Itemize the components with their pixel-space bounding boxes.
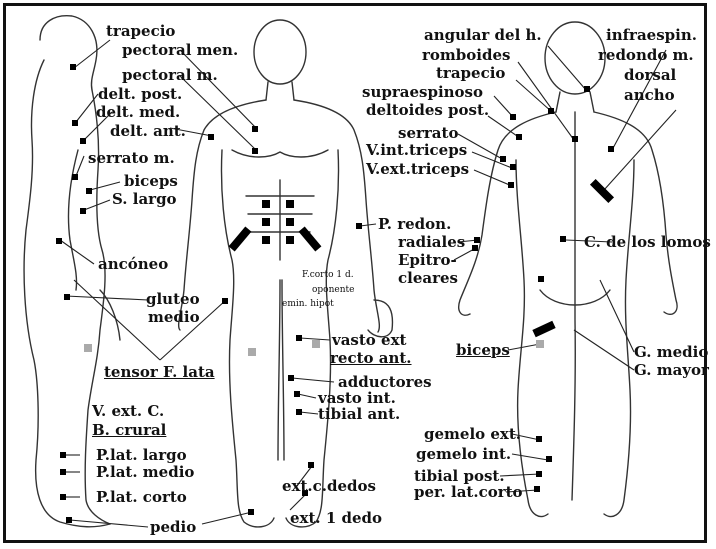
label-biceps-crural: biceps [456, 342, 510, 358]
label-v-ext-c: V. ext. C. [92, 403, 164, 419]
label-supraespinoso: supraespinoso [362, 84, 483, 100]
label-serrato-back: serrato [398, 125, 458, 141]
label-gluteo: gluteo [146, 291, 200, 307]
label-oponente: oponente [312, 285, 354, 295]
label-trapecio: trapecio [106, 23, 175, 39]
label-vasto-int: vasto int. [318, 390, 396, 406]
label-ancho: ancho [624, 87, 675, 103]
label-tensor-f-lata: tensor F. lata [104, 364, 215, 380]
label-ext-c-dedos: ext.c.dedos [282, 478, 376, 494]
label-dorsal: dorsal [624, 67, 676, 83]
label-v-ext-triceps: V.ext.triceps [366, 161, 469, 177]
label-tibial-ant: tibial ant. [318, 406, 400, 422]
label-pedio: pedio [150, 519, 196, 535]
label-deltoides-post: deltoides post. [366, 102, 489, 118]
label-v-int-triceps: V.int.triceps [366, 142, 467, 158]
label-biceps: biceps [124, 173, 178, 189]
label-epitro: Epitro- [398, 252, 457, 268]
label-plat-largo: P.lat. largo [96, 447, 187, 463]
label-redondo-m: redondo m. [598, 47, 694, 63]
label-ext-1-dedo: ext. 1 dedo [290, 510, 382, 526]
front-view-figure [179, 20, 393, 527]
label-pectoral-m: pectoral m. [122, 67, 218, 83]
label-emin-hipot: emin. hipot [282, 299, 334, 309]
label-gemelo-int: gemelo int. [416, 446, 511, 462]
label-g-medio: G. medio [634, 344, 708, 360]
label-adductores: adductores [338, 374, 432, 390]
label-delt-post: delt. post. [98, 86, 182, 102]
label-p-redon: P. redon. [378, 216, 451, 232]
label-delt-ant: delt. ant. [110, 123, 186, 139]
label-trapecio-back: trapecio [436, 65, 505, 81]
label-radiales: radiales [398, 234, 465, 250]
label-romboides: romboides [422, 47, 510, 63]
label-c-de-los-lomos: C. de los lomos [584, 234, 711, 250]
label-vasto-ext: vasto ext [332, 332, 406, 348]
label-tibial-post: tibial post. [414, 468, 505, 484]
label-per-lat-corto: per. lat.corto [414, 484, 523, 500]
label-pectoral-men: pectoral men. [122, 42, 238, 58]
label-cleares: cleares [398, 270, 458, 286]
label-medio: medio [148, 309, 200, 325]
label-f-corto-1-d: F.corto 1 d. [302, 270, 354, 280]
label-g-mayor: G. mayor [634, 362, 709, 378]
label-angular-del-h: angular del h. [424, 27, 542, 43]
label-b-crural: B. crural [92, 422, 166, 438]
label-s-largo: S. largo [112, 191, 177, 207]
label-recto-ant: recto ant. [330, 350, 412, 366]
label-delt-med: delt. med. [96, 104, 180, 120]
label-plat-corto: P.lat. corto [96, 489, 187, 505]
label-gemelo-ext: gemelo ext. [424, 426, 521, 442]
label-infraespin: infraespin. [606, 27, 697, 43]
label-plat-medio: P.lat. medio [96, 464, 194, 480]
label-anconeo: ancóneo [98, 256, 168, 272]
label-serrato-m: serrato m. [88, 150, 175, 166]
